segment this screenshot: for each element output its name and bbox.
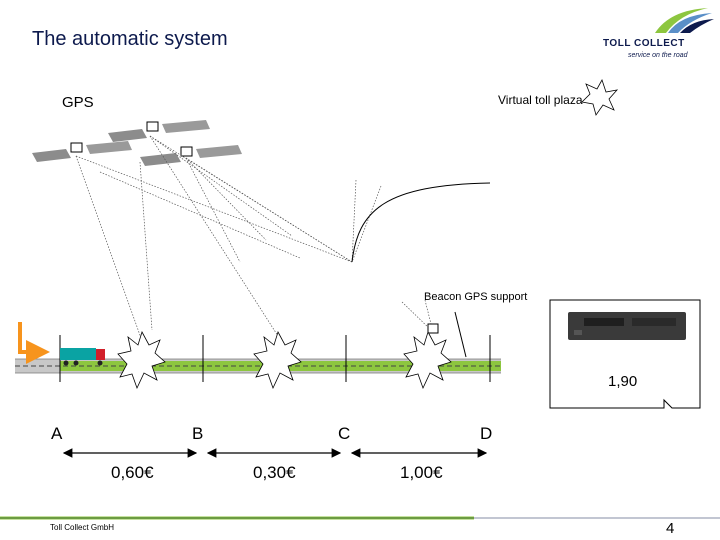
toll-point-burst-icon [253, 330, 302, 390]
page-title: The automatic system [32, 28, 228, 50]
point-label-c: C [338, 424, 351, 443]
logo-name: TOLL COLLECT [603, 38, 685, 49]
orange-arrow-icon [18, 322, 50, 364]
segment-price-ab: 0,60€ [111, 463, 154, 482]
footer-company: Toll Collect GmbH [50, 523, 115, 532]
road-curve [351, 182, 491, 263]
toll-collect-logo-icon [655, 8, 714, 33]
virtual-toll-plaza-label: Virtual toll plaza [498, 93, 583, 107]
satellite-icon [32, 141, 132, 162]
truck-icon [60, 348, 105, 366]
segment-price-cd: 1,00€ [400, 463, 443, 482]
satellite-icon [140, 145, 242, 166]
segment-price-bc: 0,30€ [253, 463, 296, 482]
beacon-icon [427, 323, 439, 334]
beacon-gps-support-label: Beacon GPS support [424, 291, 528, 303]
on-board-unit-device [549, 299, 701, 409]
point-label-d: D [480, 424, 493, 443]
satellite-signal-lines [75, 135, 433, 339]
point-label-a: A [51, 424, 63, 443]
logo-tagline: service on the road [628, 52, 688, 59]
satellite-icon [108, 120, 210, 142]
virtual-toll-plaza-icon [581, 79, 619, 116]
device-price: 1,90 [608, 373, 638, 390]
gps-label: GPS [62, 94, 94, 111]
page-number: 4 [666, 520, 675, 537]
beacon-pole [454, 311, 467, 358]
point-label-b: B [192, 424, 204, 443]
toll-point-burst-icon [117, 330, 166, 390]
toll-point-burst-icon [403, 330, 452, 390]
